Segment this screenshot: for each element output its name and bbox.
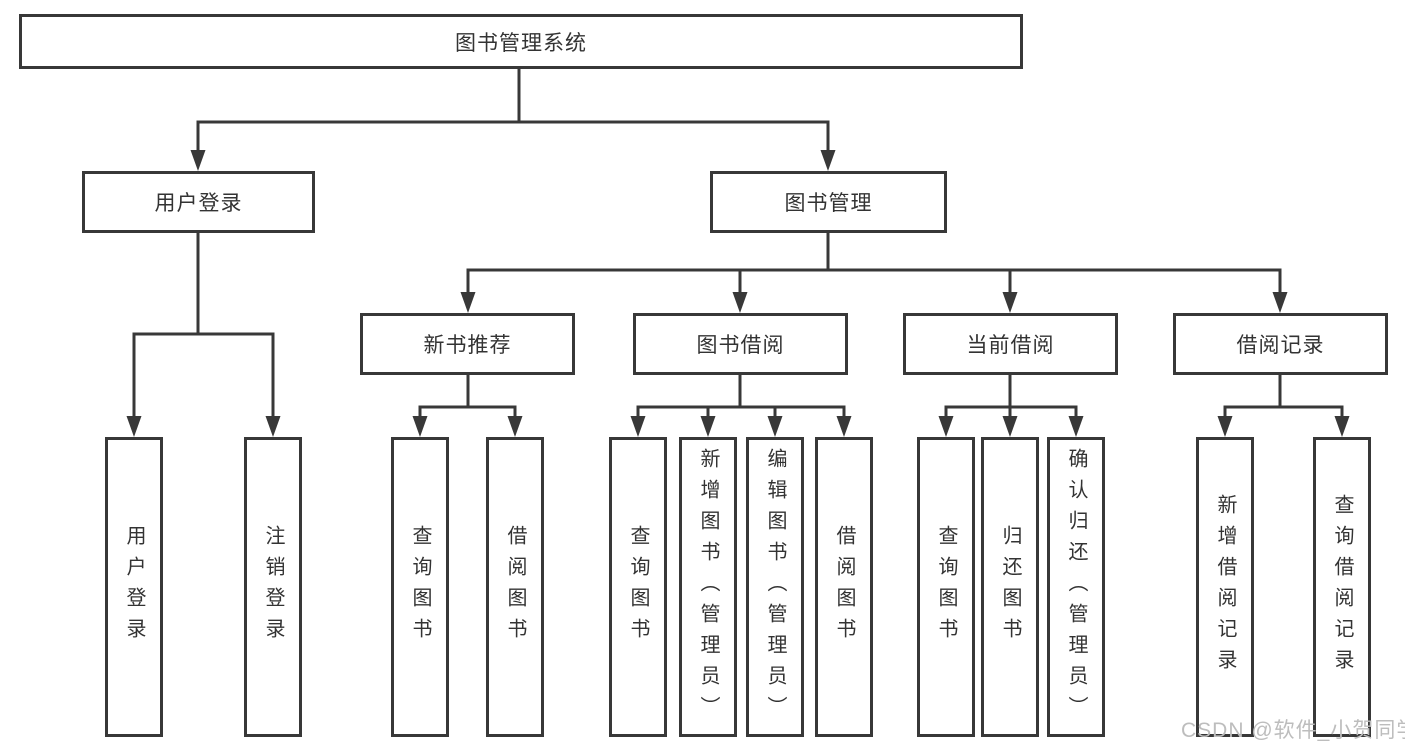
leaf-user-login: 用户登录 bbox=[105, 437, 163, 737]
leaf-borrow-add-book-admin: 新增图书（管理员） bbox=[679, 437, 737, 737]
leaf-record-add-borrow-record: 新增借阅记录 bbox=[1196, 437, 1254, 737]
leaf-current-return-book-label: 归还图书 bbox=[999, 525, 1021, 649]
leaf-recommend-borrow-book-label: 借阅图书 bbox=[504, 525, 526, 649]
leaf-logout: 注销登录 bbox=[244, 437, 302, 737]
node-new-book-recommend: 新书推荐 bbox=[360, 313, 575, 375]
leaf-borrow-edit-book-admin: 编辑图书（管理员） bbox=[746, 437, 804, 737]
leaf-logout-label: 注销登录 bbox=[262, 525, 284, 649]
leaf-current-confirm-return-admin-label: 确认归还（管理员） bbox=[1065, 447, 1087, 727]
node-book-borrow: 图书借阅 bbox=[633, 313, 848, 375]
leaf-borrow-query-book: 查询图书 bbox=[609, 437, 667, 737]
leaf-record-query-borrow-record-label: 查询借阅记录 bbox=[1331, 494, 1353, 680]
leaf-borrow-edit-book-admin-label: 编辑图书（管理员） bbox=[764, 447, 786, 727]
connector-paths bbox=[132, 67, 1344, 421]
arrowheads bbox=[126, 150, 1350, 437]
leaf-user-login-label: 用户登录 bbox=[123, 525, 145, 649]
node-borrow-record-label: 借阅记录 bbox=[1236, 334, 1325, 357]
leaf-current-return-book: 归还图书 bbox=[981, 437, 1039, 737]
node-current-borrow: 当前借阅 bbox=[903, 313, 1118, 375]
leaf-current-query-book: 查询图书 bbox=[917, 437, 975, 737]
leaf-borrow-query-book-label: 查询图书 bbox=[627, 525, 649, 649]
leaf-borrow-borrow-book-label: 借阅图书 bbox=[833, 525, 855, 649]
leaf-recommend-query-book-label: 查询图书 bbox=[409, 525, 431, 649]
node-root: 图书管理系统 bbox=[19, 14, 1023, 69]
leaf-borrow-borrow-book: 借阅图书 bbox=[815, 437, 873, 737]
node-book-borrow-label: 图书借阅 bbox=[696, 334, 785, 357]
leaf-record-add-borrow-record-label: 新增借阅记录 bbox=[1214, 494, 1236, 680]
leaf-borrow-add-book-admin-label: 新增图书（管理员） bbox=[697, 447, 719, 727]
node-borrow-record: 借阅记录 bbox=[1173, 313, 1388, 375]
node-current-borrow-label: 当前借阅 bbox=[966, 334, 1055, 357]
node-book-management-label: 图书管理 bbox=[784, 192, 873, 215]
node-user-login: 用户登录 bbox=[82, 171, 315, 233]
node-root-label: 图书管理系统 bbox=[455, 31, 587, 55]
node-book-management: 图书管理 bbox=[710, 171, 947, 233]
leaf-record-query-borrow-record: 查询借阅记录 bbox=[1313, 437, 1371, 737]
csdn-watermark: CSDN @软件_小贺同学 bbox=[1181, 719, 1405, 742]
leaf-current-query-book-label: 查询图书 bbox=[935, 525, 957, 649]
node-user-login-label: 用户登录 bbox=[154, 192, 243, 215]
leaf-current-confirm-return-admin: 确认归还（管理员） bbox=[1047, 437, 1105, 737]
leaf-recommend-borrow-book: 借阅图书 bbox=[486, 437, 544, 737]
node-new-book-recommend-label: 新书推荐 bbox=[423, 334, 512, 357]
leaf-recommend-query-book: 查询图书 bbox=[391, 437, 449, 737]
